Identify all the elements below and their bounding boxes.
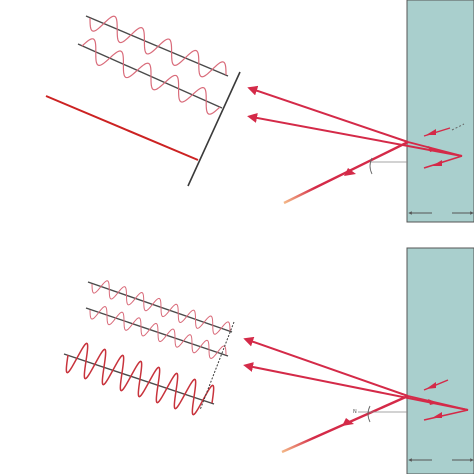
top-reflected-ray-2: [247, 112, 463, 157]
top-resultant-line: [45, 95, 199, 161]
top-reflected-ray-1: [247, 85, 409, 143]
top-incident-arrowhead: [344, 168, 356, 176]
bottom-refracted-arrowhead: [428, 399, 438, 405]
top-film-ray-3: [423, 155, 463, 169]
top-film-ray-4-arrow: [426, 129, 436, 135]
top-film: [406, 0, 474, 223]
bottom-normal-label: N: [353, 409, 357, 415]
bottom-wave-axis-3: [63, 353, 215, 405]
top-wave-bracket: [187, 71, 241, 187]
bottom-wave-2: [89, 306, 227, 359]
bottom-panel: N: [63, 247, 474, 474]
bottom-film-ray-3-arrow: [432, 412, 442, 418]
top-wave-2: [81, 38, 221, 115]
bottom-reflected-ray-1: [243, 336, 409, 397]
bottom-wave-axis-2: [85, 307, 229, 357]
bottom-film: [406, 247, 474, 474]
bottom-resultant-wave: [65, 342, 215, 416]
bottom-wave-1: [91, 280, 231, 335]
bottom-wave-diagram: [63, 280, 235, 416]
top-refracted-arrowhead: [428, 146, 438, 152]
top-wave-diagram: [45, 15, 241, 187]
bottom-incident-arrowhead: [342, 418, 354, 426]
bottom-wave-bracket: [199, 321, 235, 411]
bottom-film-ray-4-arrow: [426, 382, 436, 389]
top-wave-axis-2: [77, 43, 223, 109]
top-wave-1: [89, 15, 227, 78]
top-panel: [45, 0, 474, 223]
bottom-film-ray-3: [423, 409, 469, 421]
top-wave-axis-1: [85, 15, 229, 77]
bottom-angle-arc: [367, 405, 371, 423]
top-angle-arc: [369, 157, 373, 175]
bottom-wave-axis-1: [87, 281, 233, 333]
top-film-ray-3-arrow: [432, 160, 442, 166]
